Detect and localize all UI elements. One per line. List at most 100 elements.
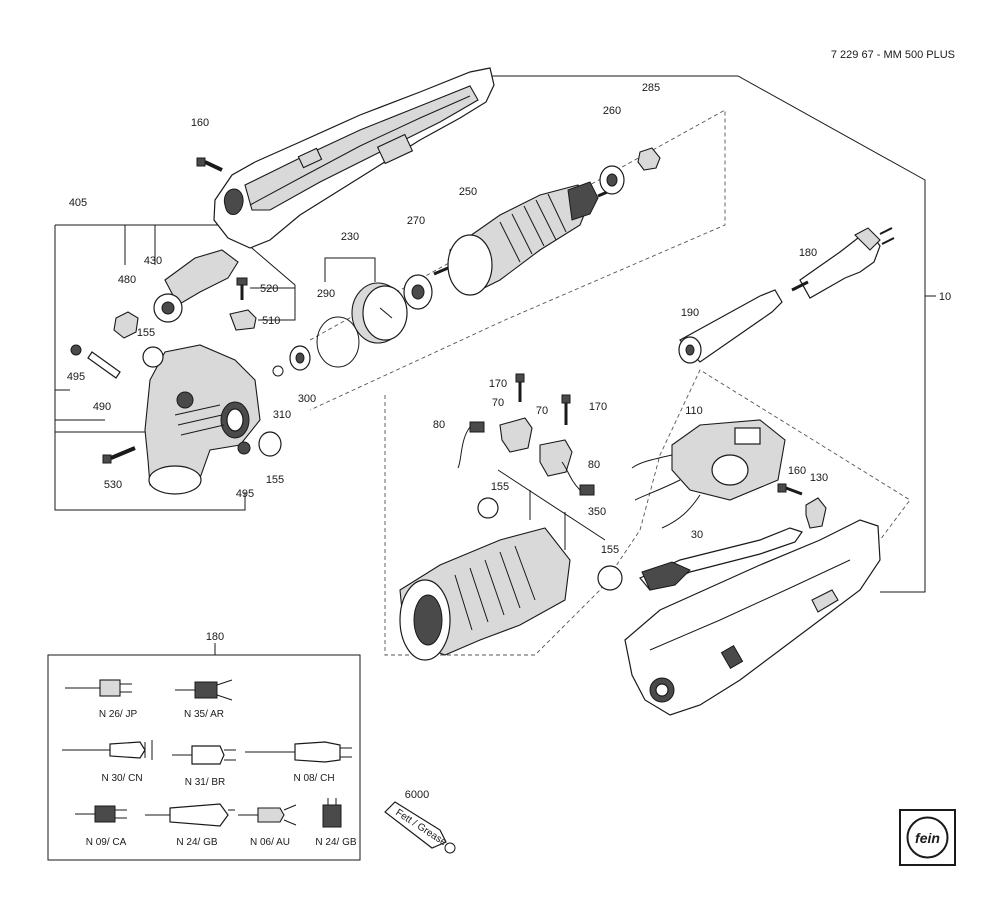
lever-430 xyxy=(153,249,239,323)
plug-gb-b xyxy=(322,798,342,828)
electronics-110 xyxy=(631,419,786,529)
strain-relief-190 xyxy=(678,289,783,364)
label-350: 350 xyxy=(588,506,606,518)
label-70-b: 70 xyxy=(536,405,548,417)
plug-jp xyxy=(65,679,132,697)
clip-510 xyxy=(229,309,257,331)
label-260: 260 xyxy=(603,105,621,117)
label-270: 270 xyxy=(407,215,425,227)
label-510: 510 xyxy=(262,315,280,327)
label-155-d: 155 xyxy=(601,544,619,556)
bushing-155-d xyxy=(597,565,623,591)
plug-label-gb-b: N 24/ GB xyxy=(315,837,356,848)
bearing-300 xyxy=(289,345,311,371)
plug-br xyxy=(172,745,236,765)
group-405-bracket xyxy=(54,224,296,511)
screw-170-b xyxy=(561,394,571,425)
plug-box-title: 180 xyxy=(206,631,224,643)
plug-ca xyxy=(75,805,127,823)
label-10: 10 xyxy=(939,291,951,303)
label-250: 250 xyxy=(459,186,477,198)
housing-half-bottom xyxy=(624,519,881,716)
label-495-a: 495 xyxy=(67,371,85,383)
label-170-b: 170 xyxy=(589,401,607,413)
bracket-350 xyxy=(497,469,606,541)
bushing-155-c xyxy=(477,497,499,519)
drawing-id: 7 229 67 - MM 500 PLUS xyxy=(831,49,955,61)
screw-160-top xyxy=(196,157,223,172)
screw-520 xyxy=(236,277,248,300)
housing-half-top xyxy=(213,67,495,249)
pin-490 xyxy=(87,351,121,379)
plug-au xyxy=(238,804,297,826)
bushing-285 xyxy=(637,147,661,171)
label-6000: 6000 xyxy=(405,789,429,801)
label-160-b: 160 xyxy=(788,465,806,477)
plug-label-ca: N 09/ CA xyxy=(86,837,127,848)
plug-inset xyxy=(47,643,361,861)
plug-ch xyxy=(245,741,352,763)
label-110: 110 xyxy=(685,405,703,417)
label-230: 230 xyxy=(341,231,359,243)
brush-holder-70-a xyxy=(499,417,533,453)
plug-ar xyxy=(175,679,233,701)
grease-tube-6000: Fett / Grease xyxy=(384,801,456,854)
bracket-10 xyxy=(490,75,926,593)
label-480: 480 xyxy=(118,274,136,286)
ring-495-a xyxy=(70,344,82,356)
bearing-270 xyxy=(403,274,433,310)
brush-80-b xyxy=(561,461,595,496)
bushing-155-b xyxy=(258,431,282,457)
plug-label-br: N 31/ BR xyxy=(185,777,226,788)
label-285: 285 xyxy=(642,82,660,94)
plug-label-jp: N 26/ JP xyxy=(99,709,138,720)
plug-label-ar: N 35/ AR xyxy=(184,709,224,720)
fan-230 xyxy=(351,282,408,344)
plug-gb-a xyxy=(145,803,235,827)
screw-170-a xyxy=(515,373,525,402)
ring-495-b xyxy=(237,441,251,455)
label-80-a: 80 xyxy=(433,419,445,431)
part-480 xyxy=(113,311,139,339)
label-290: 290 xyxy=(317,288,335,300)
brush-holder-70-b xyxy=(539,439,573,477)
label-80-b: 80 xyxy=(588,459,600,471)
label-300: 300 xyxy=(298,393,316,405)
label-180: 180 xyxy=(799,247,817,259)
label-130: 130 xyxy=(810,472,828,484)
label-155-a: 155 xyxy=(137,327,155,339)
screw-160-b xyxy=(777,483,803,496)
logo-text: fein xyxy=(915,830,940,846)
label-520: 520 xyxy=(260,283,278,295)
armature-250 xyxy=(433,181,613,296)
bracket-230 xyxy=(324,257,376,282)
label-310: 310 xyxy=(273,409,291,421)
fein-logo: fein xyxy=(899,809,956,866)
label-155-c: 155 xyxy=(491,481,509,493)
part-labels: 160 405 480 430 520 510 155 495 490 530 … xyxy=(67,82,951,801)
label-495-b: 495 xyxy=(236,488,254,500)
stator-housing xyxy=(399,527,571,661)
clip-130 xyxy=(805,497,827,529)
label-155-b: 155 xyxy=(266,474,284,486)
label-160-top: 160 xyxy=(191,117,209,129)
label-190: 190 xyxy=(681,307,699,319)
label-170-a: 170 xyxy=(489,378,507,390)
plug-label-ch: N 08/ CH xyxy=(293,773,334,784)
brush-80-a xyxy=(457,421,485,469)
circlip-310 xyxy=(272,365,284,377)
label-490: 490 xyxy=(93,401,111,413)
screw-530 xyxy=(102,446,136,464)
bearing-260 xyxy=(599,165,625,195)
gear-head-housing xyxy=(144,344,261,495)
plug-label-au: N 06/ AU xyxy=(250,837,290,848)
o-ring-290 xyxy=(316,316,360,368)
switch-slider-30 xyxy=(639,527,803,591)
label-70-a: 70 xyxy=(492,397,504,409)
plug-label-gb-a: N 24/ GB xyxy=(176,837,217,848)
label-30: 30 xyxy=(691,529,703,541)
label-530: 530 xyxy=(104,479,122,491)
bushing-155-a xyxy=(142,346,164,368)
